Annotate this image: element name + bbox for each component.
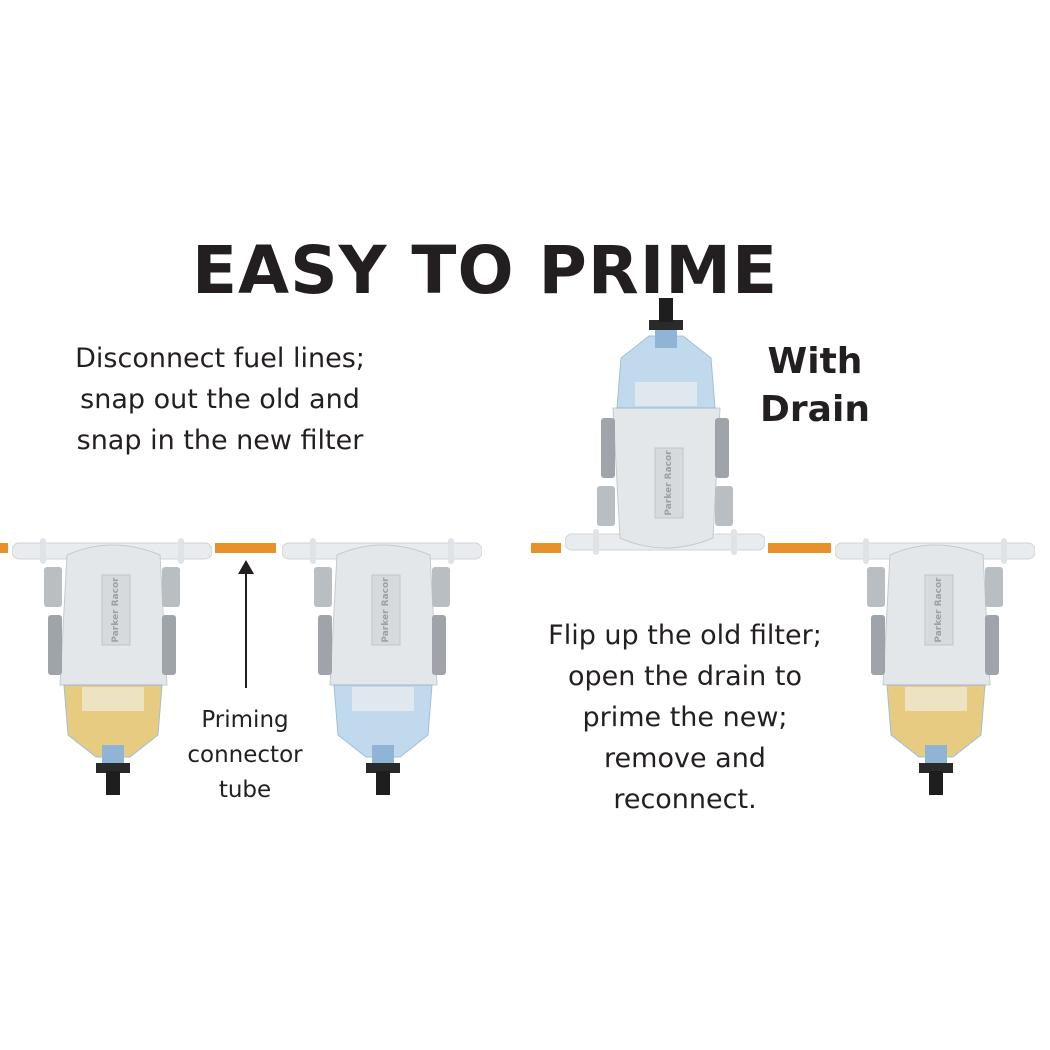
filter-brand-label: Parker Racor	[934, 577, 944, 643]
filter-brand-label: Parker Racor	[381, 577, 391, 643]
priming-connector-tube	[215, 543, 276, 553]
fuel-line	[0, 543, 8, 553]
caption-disconnect: Disconnect fuel lines; snap out the old …	[75, 343, 365, 456]
filter-brand-label: Parker Racor	[111, 577, 121, 643]
page-title: EASY TO PRIME	[191, 232, 779, 309]
fuel-line	[531, 543, 561, 553]
fuel-line	[768, 543, 831, 553]
priming-connector-label: Priming connector tube	[187, 707, 303, 803]
arrow-up-icon	[238, 560, 254, 688]
with-drain-label: With Drain	[760, 341, 870, 430]
caption-flip-up: Flip up the old filter; open the drain t…	[548, 620, 822, 815]
filter-brand-label: Parker Racor	[664, 450, 674, 516]
